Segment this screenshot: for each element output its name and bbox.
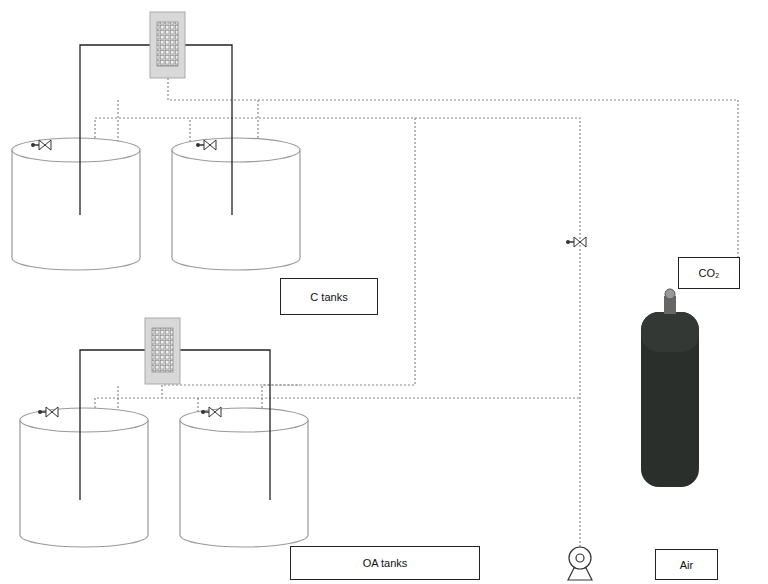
box-label: OA tanks [363, 557, 408, 569]
label-box: OA tanks [290, 546, 480, 580]
label-box: C tanks [280, 278, 378, 315]
label-box: Air [655, 549, 718, 580]
box-label: Air [680, 559, 693, 571]
box-label: C tanks [310, 291, 347, 303]
label-box: CO₂ [678, 257, 740, 289]
box-label: CO₂ [699, 267, 720, 279]
